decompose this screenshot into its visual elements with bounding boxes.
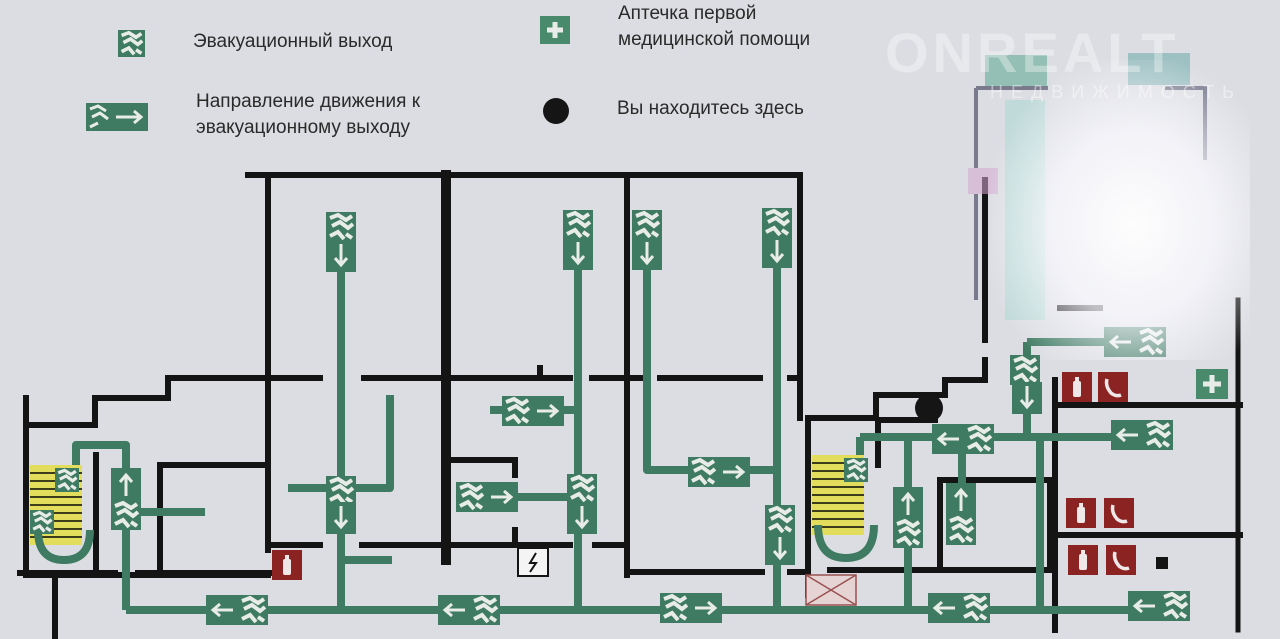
- fire-phone-icon: [1104, 543, 1138, 577]
- sign-runner: [962, 422, 996, 456]
- legend-label-first-aid-line2: медицинской помощи: [618, 29, 811, 50]
- sign-runner: [658, 591, 692, 625]
- sign-arrow-down: [324, 500, 358, 536]
- fire-extinguisher-icon: [1062, 372, 1092, 402]
- sign-runner: [236, 593, 270, 627]
- sign-arrow-down: [763, 531, 797, 567]
- legend-you-are-here-icon: [543, 98, 569, 124]
- first-aid-icon: [1196, 369, 1228, 399]
- sign-runner: [1008, 353, 1042, 387]
- sign-arrow-left: [1102, 325, 1138, 359]
- sign-runner: [1158, 589, 1192, 623]
- sign-arrow-left: [1126, 589, 1162, 623]
- sign-runner: [630, 208, 664, 242]
- sign-arrow-up: [891, 485, 925, 521]
- sign-arrow-right: [688, 591, 724, 625]
- watermark: ONREALT: [885, 21, 1180, 84]
- sign-runner: [500, 394, 534, 428]
- sign-runner: [891, 516, 925, 550]
- sign-runner: [565, 472, 599, 506]
- fire-extinguisher-icon: [272, 550, 302, 580]
- stair-turn-left: [34, 529, 94, 565]
- legend-label-first-aid-line1: Аптечка первой: [618, 3, 757, 24]
- sign-runner: [944, 513, 978, 547]
- sign-arrow-right: [530, 394, 566, 428]
- legend-evacuation-exit-icon: [116, 28, 147, 59]
- sign-runner: [842, 456, 870, 484]
- sign-arrow-up: [944, 481, 978, 517]
- sign-runner: [1134, 325, 1168, 359]
- sign-arrow-down: [760, 234, 794, 270]
- sign-runner: [468, 593, 502, 627]
- sign-runner: [1141, 418, 1175, 452]
- utility-marker: [1156, 557, 1168, 569]
- sign-arrow-left: [926, 591, 962, 625]
- fire-extinguisher-icon: [1066, 498, 1096, 528]
- sign-arrow-left: [930, 422, 966, 456]
- closed-door-icon: [805, 574, 857, 606]
- sign-arrow-up: [109, 466, 143, 502]
- fire-phone-icon: [1096, 370, 1130, 404]
- sign-runner: [324, 474, 358, 508]
- sign-arrow-left: [436, 593, 472, 627]
- sign-runner: [454, 480, 488, 514]
- sign-runner: [686, 455, 720, 489]
- sign-arrow-down: [1010, 380, 1044, 416]
- legend-label-evacuation-exit: Эвакуационный выход: [193, 31, 393, 52]
- sign-runner: [28, 508, 56, 536]
- legend-label-direction-line2: эвакуационному выходу: [196, 117, 410, 138]
- sign-arrow-down: [565, 500, 599, 536]
- sign-arrow-right: [484, 480, 520, 514]
- sign-arrow-down: [561, 236, 595, 272]
- watermark-subtitle: НЕДВИЖИМОСТЬ: [990, 82, 1242, 102]
- sign-runner: [324, 210, 358, 244]
- sign-runner: [958, 591, 992, 625]
- sign-arrow-right: [716, 455, 752, 489]
- you-are-here-marker: [915, 394, 943, 422]
- legend-direction-icon: [86, 103, 148, 131]
- fire-extinguisher-icon: [1068, 545, 1098, 575]
- legend-label-direction-line1: Направление движения к: [196, 91, 421, 112]
- sign-runner: [561, 208, 595, 242]
- sign-arrow-left: [1109, 418, 1145, 452]
- stair-turn-right: [814, 524, 878, 563]
- sign-runner: [760, 206, 794, 240]
- sign-arrow-left: [204, 593, 240, 627]
- sign-arrow-down: [324, 238, 358, 274]
- sign-arrow-down: [630, 236, 664, 272]
- electrical-panel-icon: [517, 547, 549, 577]
- sign-runner: [53, 466, 81, 494]
- sign-runner: [109, 498, 143, 532]
- legend-label-you-are-here: Вы находитесь здесь: [617, 98, 804, 119]
- legend-first-aid-icon: [540, 16, 570, 44]
- fire-phone-icon: [1102, 496, 1136, 530]
- walls: [17, 170, 1243, 639]
- sign-runner: [763, 503, 797, 537]
